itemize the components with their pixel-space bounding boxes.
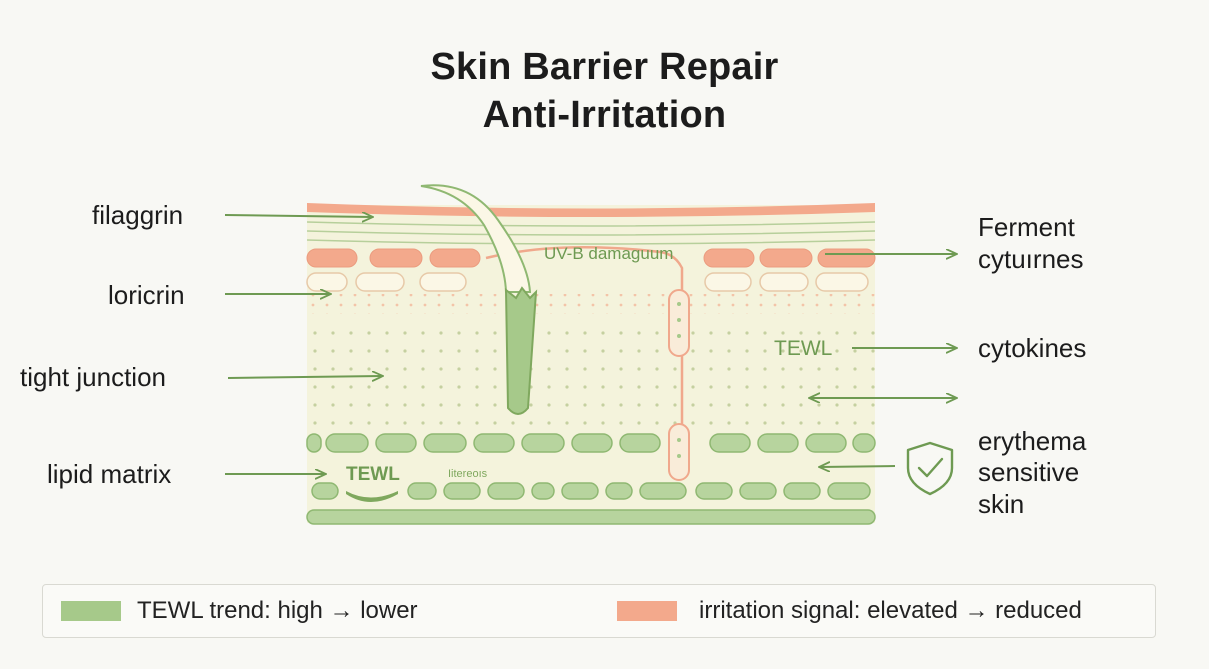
label-cytokines: cytokines [978,333,1087,363]
right-arrows [810,254,956,467]
left-arrows [224,215,382,474]
legend-swatch-tewl [61,601,121,621]
thin-lamellae [306,221,876,245]
uvb-label: UV-B damaguum [544,244,674,263]
legend: TEWL trend: high → lower irritation sign… [42,584,1156,638]
label-tight-junction: tight junction [20,362,166,392]
legend-swatch-irritation [617,601,677,621]
tewl-label-right: TEWL [774,337,833,360]
tewl-label-bottom: TEWL [346,464,400,485]
lipid-row [311,482,871,500]
label-cytuirnes: cytuırnes [978,244,1084,274]
small-inner-text: Iitereoıs [448,468,488,480]
salmon-dot-band [307,294,875,314]
tewl-droplet [346,491,398,502]
page-subtitle: Anti-Irritation [482,94,727,136]
label-loricrin: loricrin [108,280,185,310]
label-sensitive: sensitive [978,457,1080,487]
follicle-duct [485,245,690,481]
basement-membrane [306,509,876,525]
basal-row [306,433,876,453]
stratum-corneum-top [307,203,875,217]
label-filaggrin: filaggrin [92,200,184,230]
spinous-dots [307,318,875,430]
legend-text-tewl: TEWL trend: high → lower [137,597,418,624]
serum-penetration-arrow [420,184,538,415]
label-lipid-matrix: lipid matrix [47,459,172,489]
label-erythema: erythema [978,426,1087,456]
granular-row [306,272,869,292]
page-title: Skin Barrier Repair [430,46,779,88]
legend-text-irritation: irritation signal: elevated → reduced [699,597,1082,624]
shield-check-icon [906,441,954,496]
label-skin: skin [978,489,1025,519]
label-ferment: Ferment [978,212,1075,242]
